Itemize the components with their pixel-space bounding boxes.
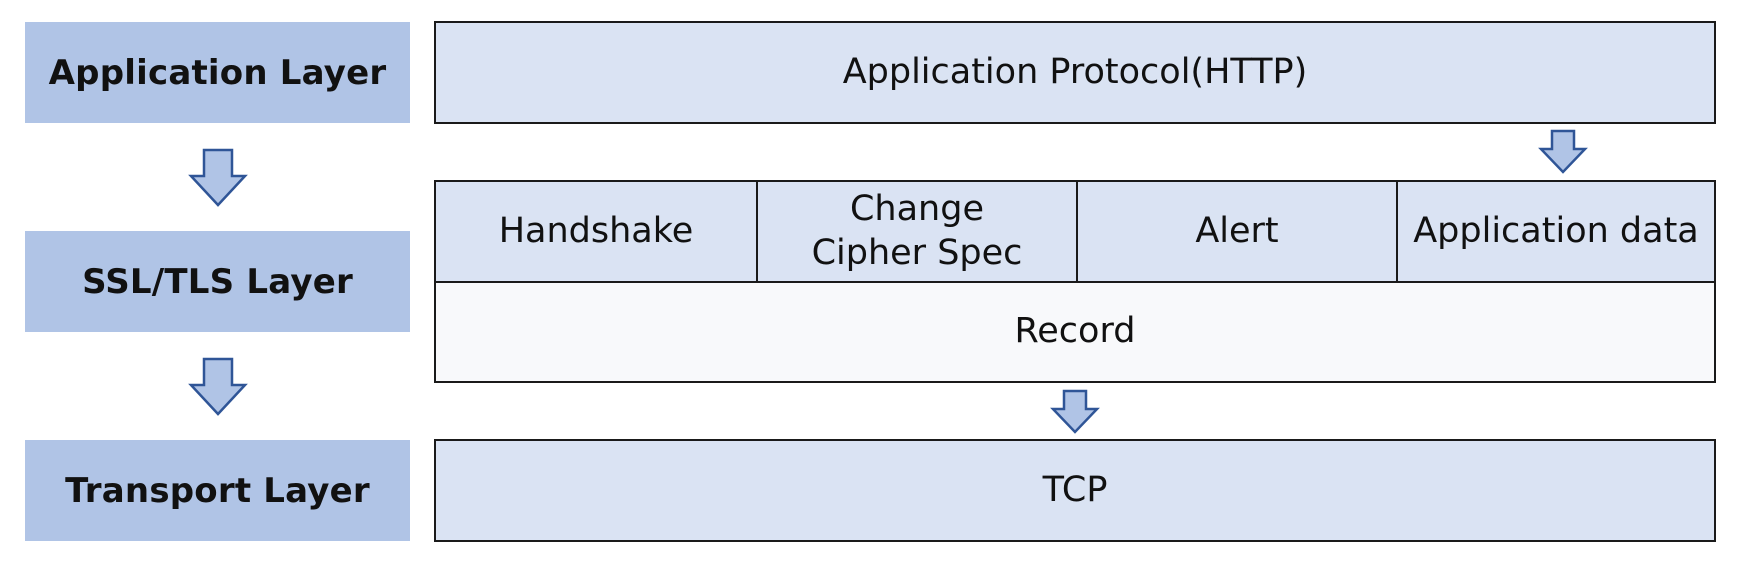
application-layer-label: Application Layer [25,22,410,123]
subprotocol-row: Handshake Change Cipher Spec Alert Appli… [434,180,1716,283]
application-data-cell: Application data [1396,182,1714,281]
change-cipher-spec-line2: Cipher Spec [811,232,1023,273]
down-arrow-icon [1538,129,1588,174]
handshake-label: Handshake [498,210,694,251]
application-protocol-box: Application Protocol(HTTP) [434,21,1716,124]
application-data-label: Application data [1413,210,1699,251]
tcp-label: TCP [1042,469,1108,510]
record-box: Record [434,281,1716,383]
ssl-tls-layer-label: SSL/TLS Layer [25,231,410,332]
application-protocol-label: Application Protocol(HTTP) [842,51,1308,92]
alert-label: Alert [1195,210,1279,251]
change-cipher-spec-cell: Change Cipher Spec [756,182,1076,281]
tcp-box: TCP [434,439,1716,542]
handshake-cell: Handshake [436,182,756,281]
down-arrow-icon [188,148,248,207]
down-arrow-icon [1050,389,1100,434]
transport-layer-label: Transport Layer [25,440,410,541]
alert-cell: Alert [1076,182,1396,281]
down-arrow-icon [188,357,248,416]
record-label: Record [1014,311,1136,352]
change-cipher-spec-line1: Change [849,188,984,229]
